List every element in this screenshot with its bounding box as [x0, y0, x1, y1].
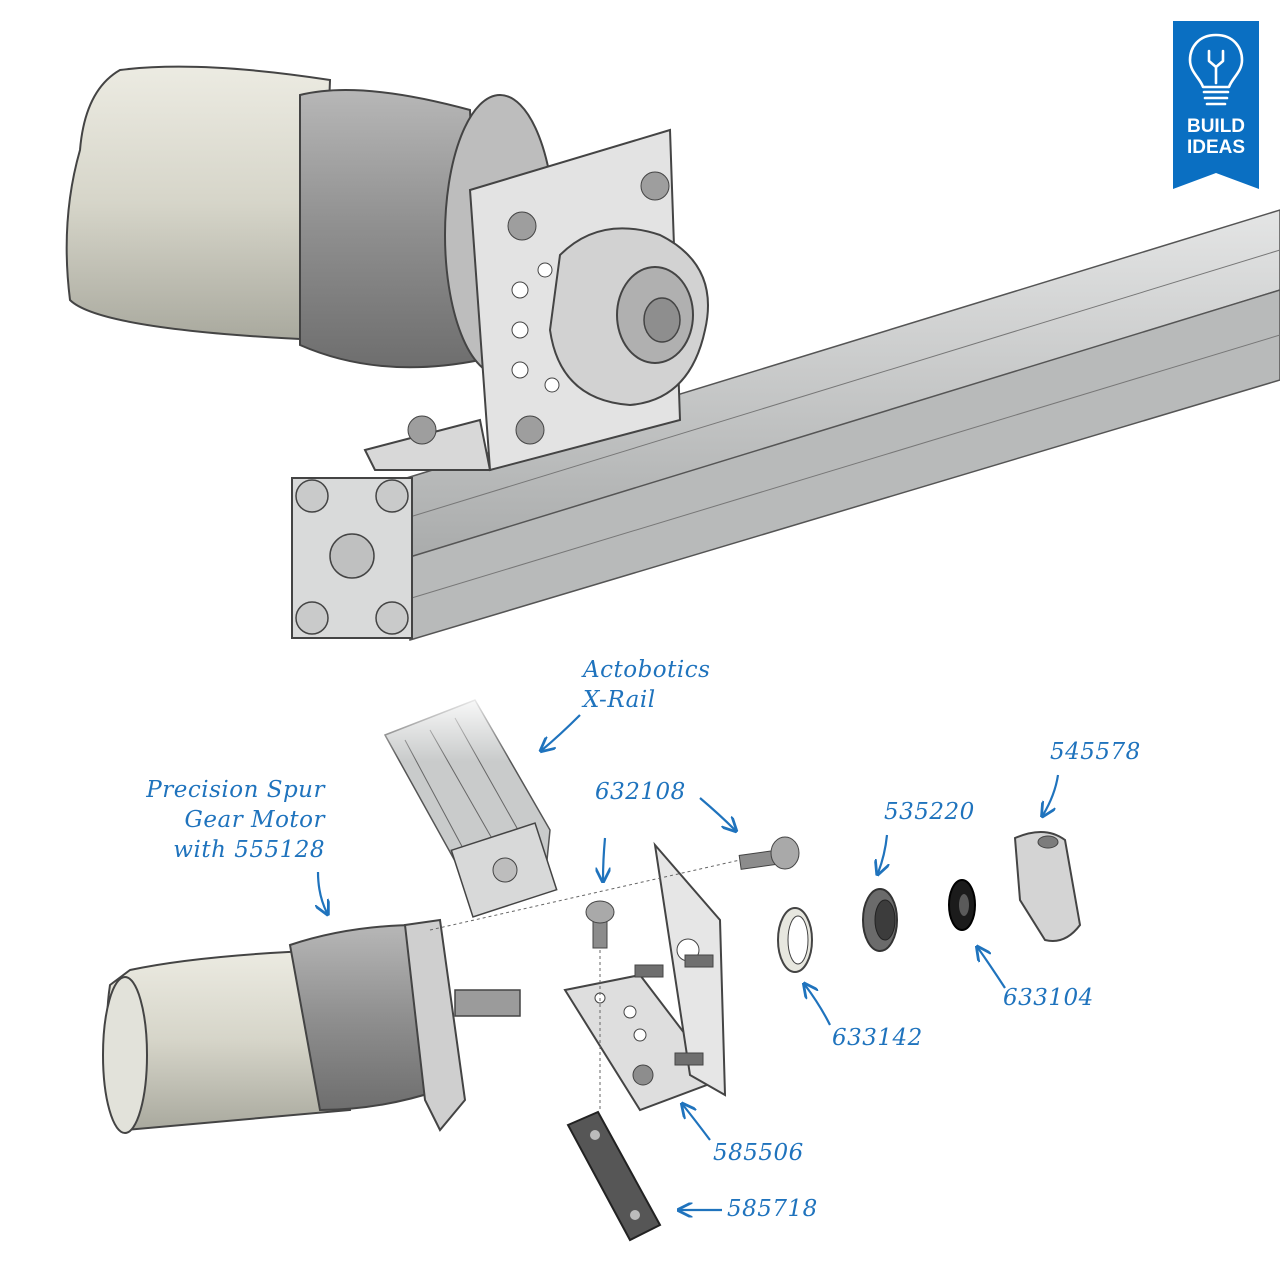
label-545578: 545578: [1050, 739, 1141, 765]
alignment-lines: [429, 859, 741, 1110]
build-ideas-badge: BUILD IDEAS: [1173, 21, 1259, 189]
arrow-xrail: [542, 714, 581, 750]
top-assembly: [65, 65, 1280, 641]
callout-arrows: [318, 714, 1060, 1210]
badge-text: BUILD IDEAS: [1173, 116, 1259, 158]
hub-top: [548, 227, 709, 407]
arrow-motor: [318, 871, 327, 913]
label-632108: 632108: [595, 779, 686, 805]
motor-exploded: [102, 918, 521, 1134]
screws-exploded: [585, 836, 800, 1066]
x-rail-exploded: [380, 690, 560, 918]
arrow-633104: [978, 948, 1006, 989]
motor-top: [65, 65, 556, 376]
nut-strip-exploded: [566, 1110, 662, 1242]
x-rail-top: [291, 209, 1280, 641]
arrow-632108-b: [699, 797, 735, 830]
label-585718: 585718: [727, 1196, 818, 1222]
bracket-exploded: [563, 841, 727, 1112]
label-633104: 633104: [1003, 985, 1094, 1011]
label-585506: 585506: [713, 1140, 804, 1166]
arrow-545578: [1043, 774, 1060, 815]
arrow-632108-a: [603, 837, 605, 880]
badge-line-1: BUILD: [1186, 116, 1246, 137]
label-633142: 633142: [832, 1025, 923, 1051]
arrow-585506: [683, 1105, 711, 1141]
label-motor: Precision Spur Gear Motor with 555128: [146, 777, 325, 863]
badge-line-2: IDEAS: [1186, 137, 1246, 158]
arrow-633142: [805, 985, 831, 1026]
label-xrail: Actobotics X-Rail: [583, 657, 711, 713]
small-parts-exploded: [777, 831, 1082, 973]
exploded-view: [102, 690, 1082, 1242]
label-535220: 535220: [884, 799, 975, 825]
lightbulb-wrench-icon: [1188, 33, 1244, 106]
arrow-535220: [878, 834, 887, 873]
